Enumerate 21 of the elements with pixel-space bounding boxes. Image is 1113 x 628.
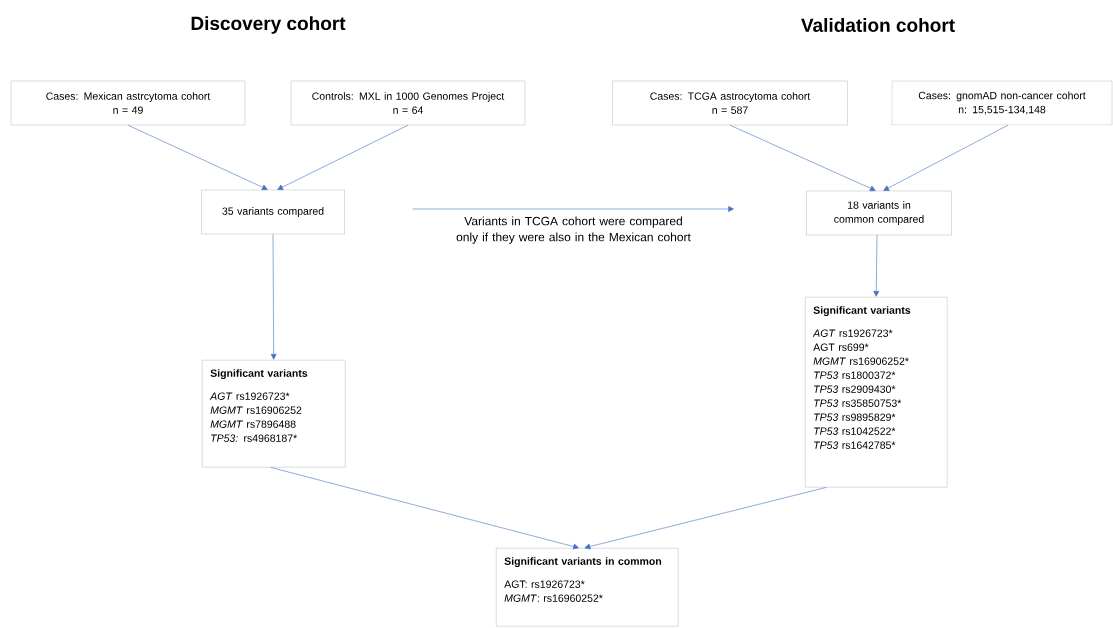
arrow xyxy=(412,206,734,212)
result-box: Significant variants AGT rs1926723* MGMT rs16906252 MGMT rs7896488 TP53: rs4968187* xyxy=(202,360,346,468)
result-box: Significant variants in common AGT: rs1926723* MGMT: rs16960252* xyxy=(496,548,679,627)
process-box: Cases: gnomAD non-cancer cohort n: 15,515-134,148 xyxy=(891,80,1113,126)
arrow xyxy=(873,234,880,297)
process-box: Cases: TCGA astrocytoma cohort n = 587 xyxy=(612,80,848,126)
process-box: 18 variants in common compared xyxy=(806,190,952,236)
arrow xyxy=(277,124,409,190)
column-heading: Validation cohort xyxy=(801,18,955,32)
arrow xyxy=(270,233,277,360)
arrow xyxy=(729,124,876,192)
result-box: Significant variants AGT rs1926723* AGT rs699* MGMT rs16906252* TP53 rs1800372* TP53 rs2909430* TP53 rs35850753* TP53 rs9895829* TP53 rs1042522* TP53 rs1642785* xyxy=(805,297,948,488)
column-heading: Discovery cohort xyxy=(191,16,346,34)
arrow xyxy=(270,467,579,550)
arrow xyxy=(883,124,1009,191)
arrow xyxy=(127,124,268,191)
process-box: Controls: MXL in 1000 Genomes Project n = 64 xyxy=(290,80,526,126)
process-box: 35 variants compared xyxy=(201,189,345,235)
edge-label: Variants in TCGA cohort were compared only if they were also in the Mexican cohort xyxy=(456,216,691,244)
process-box: Cases: Mexican astrcytoma cohort n = 49 xyxy=(10,80,246,126)
arrow xyxy=(584,487,827,550)
